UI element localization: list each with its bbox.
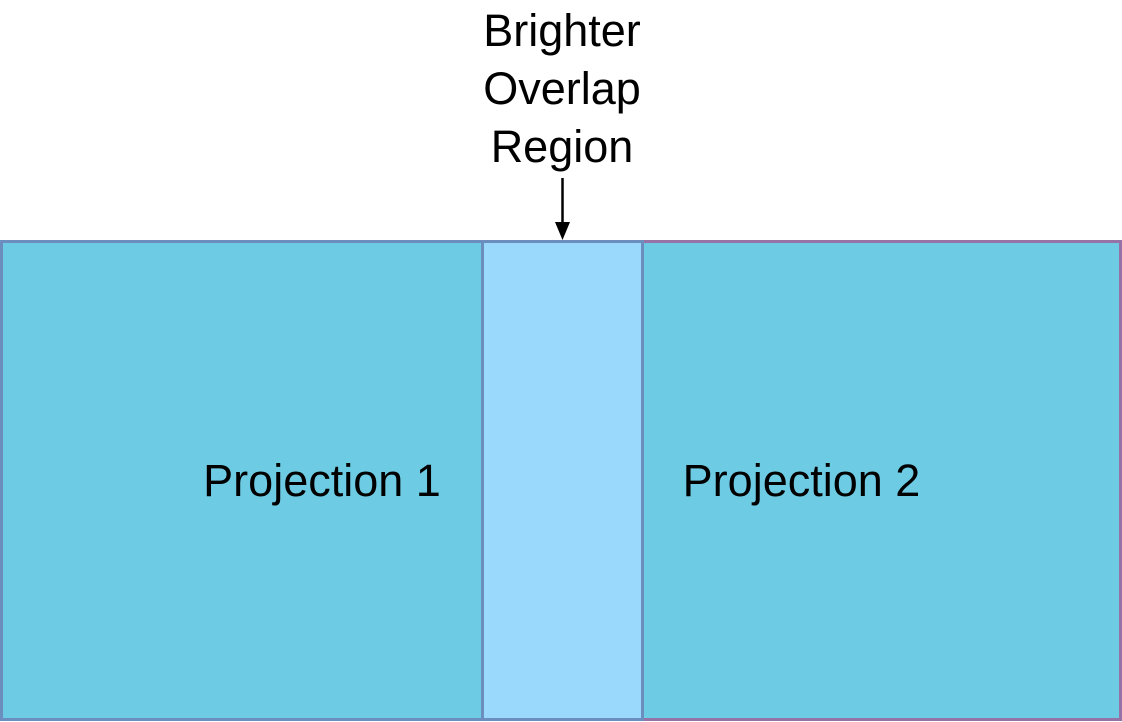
down-arrow-icon: [555, 178, 570, 240]
annotation-line: Overlap: [483, 63, 641, 114]
annotation-line: Region: [490, 121, 634, 172]
annotation-line: Brighter: [483, 5, 641, 56]
projection2-label: Projection 2: [682, 454, 921, 506]
overlap-annotation-label: Brighter Overlap Region: [412, 2, 712, 176]
overlap-region-box: [481, 240, 644, 721]
projection1-label: Projection 1: [203, 454, 441, 506]
